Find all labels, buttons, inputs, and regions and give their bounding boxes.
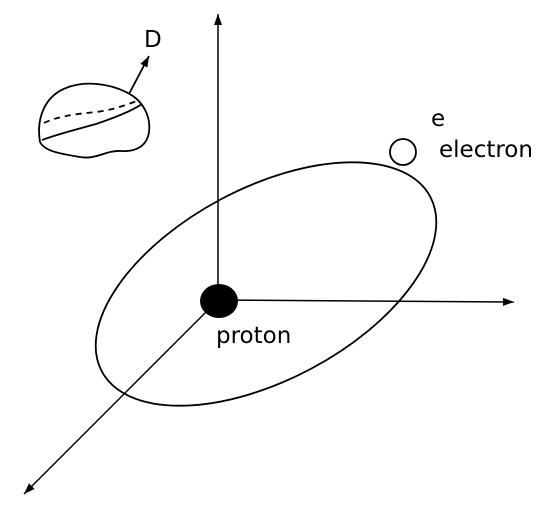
electron-orbit (94, 161, 438, 407)
domain-region (38, 55, 151, 159)
electron-label: electron (439, 137, 533, 163)
domain-normal-arrow (128, 55, 150, 95)
proton-label: proton (216, 323, 291, 349)
domain-label: D (144, 27, 162, 53)
x-axis-arrow (217, 297, 515, 306)
domain-blob-outline (38, 82, 151, 159)
y-axis-arrow (23, 299, 219, 495)
domain-solid-curve (41, 103, 143, 141)
proton-dot (200, 284, 238, 318)
electron-symbol-label: e (431, 106, 445, 132)
coordinate-axes (23, 14, 515, 495)
electron-circle (389, 138, 417, 166)
domain-dashed-curve (43, 99, 141, 124)
